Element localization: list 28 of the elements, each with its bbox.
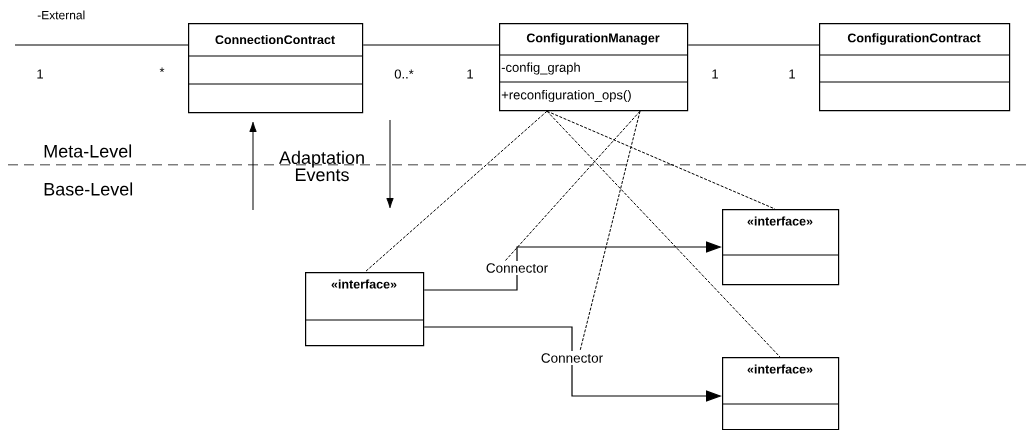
dependency-line xyxy=(364,110,548,273)
association-line xyxy=(687,44,820,46)
association-line xyxy=(362,44,500,46)
connector-label: Connector xyxy=(541,353,603,363)
multiplicity-label: 0..* xyxy=(394,69,414,79)
connector-label: Connector xyxy=(486,263,548,273)
dependency-line xyxy=(579,110,641,352)
interface-box: «interface» xyxy=(304,272,425,347)
multiplicity-label: * xyxy=(159,67,165,73)
association-line xyxy=(423,274,518,291)
association-line xyxy=(423,326,573,352)
multiplicity-label: 1 xyxy=(789,69,795,79)
multiplicity-label: 1 xyxy=(712,69,718,79)
dependency-line xyxy=(504,110,641,262)
multiplicity-label: 1 xyxy=(467,69,473,79)
event-label: Adaptation Events xyxy=(279,150,364,182)
class-box: ConfigurationContract xyxy=(818,23,1011,112)
dependency-line xyxy=(546,110,776,210)
interface-box: «interface» xyxy=(721,209,840,286)
multiplicity-label: 1 xyxy=(37,69,43,79)
level-label: Base-Level xyxy=(44,182,133,196)
class-box: ConfigurationManager -config_graph +reconfiguration_ops() xyxy=(498,23,689,112)
interface-box: «interface» xyxy=(721,357,840,430)
role-label: -External xyxy=(37,10,85,20)
association-line xyxy=(14,44,189,46)
level-label: Meta-Level xyxy=(44,144,132,158)
class-box: ConnectionContract xyxy=(187,23,364,114)
dependency-line xyxy=(546,110,781,358)
